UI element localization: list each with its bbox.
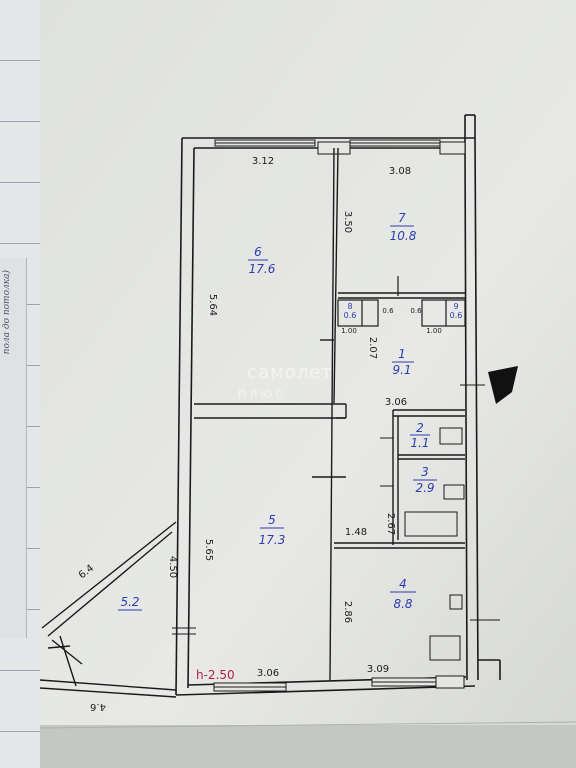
ceiling-height-label: h-2.50 (196, 668, 235, 682)
closet-9-area: 0.6 (450, 311, 463, 320)
dim-room6-height: 5.64 (207, 294, 218, 316)
dim-closet-d-b: 0.6 (410, 307, 422, 315)
room-7-number: 7 (398, 211, 406, 225)
dim-top-right: 3.08 (389, 166, 411, 177)
watermark-sub: ПЛЮС (238, 388, 286, 401)
dim-bottom-left: 3.06 (257, 668, 279, 679)
balcony-outline (39, 521, 177, 698)
dim-hall-width: 3.06 (385, 397, 407, 408)
room-1-number: 1 (398, 347, 406, 361)
room-4-number: 4 (399, 577, 407, 591)
dim-room7-height: 3.50 (342, 211, 353, 233)
dim-balcony-depth: 4.50 (167, 556, 178, 578)
room-5-number: 5 (268, 513, 276, 527)
bottom-windows (213, 675, 465, 692)
dim-room5-height: 5.65 (203, 539, 214, 561)
closet-8-number: 8 (347, 302, 352, 311)
closet-9-number: 9 (453, 302, 458, 311)
marker-mark (488, 366, 518, 404)
dim-closet-d-a: 0.6 (382, 307, 394, 315)
top-windows (214, 139, 466, 155)
room-6-number: 6 (254, 245, 262, 259)
paper-sheet (40, 0, 576, 730)
dim-top-left: 3.12 (252, 156, 274, 167)
room-3-number: 3 (421, 465, 429, 479)
dim-closet-w-b: 1.00 (426, 327, 442, 335)
dim-bath-offset: 1.48 (345, 527, 367, 538)
dim-balcony-bottom: 4.6 (90, 701, 106, 712)
dim-bottom-right: 3.09 (367, 664, 389, 675)
dim-closet-w-a: 1.00 (341, 327, 357, 335)
interior-walls (194, 147, 465, 681)
room-1-area: 9.1 (392, 363, 411, 377)
room-2-number: 2 (416, 421, 424, 435)
room-3-area: 2.9 (415, 481, 434, 495)
balcony-area: 5.2 (120, 595, 139, 609)
closets (337, 276, 466, 327)
dim-room4-height: 2.86 (342, 601, 353, 623)
room-7-area: 10.8 (390, 229, 417, 243)
dim-hall-height: 2.07 (367, 337, 378, 359)
table-surface (40, 725, 576, 768)
outer-walls (175, 114, 501, 696)
room-5-area: 17.3 (259, 533, 286, 547)
bath-fixtures (380, 427, 465, 661)
tick-marks (172, 384, 500, 635)
room-4-area: 8.8 (393, 597, 412, 611)
side-tab (0, 258, 27, 638)
room-6-area: 17.6 (249, 262, 276, 276)
dim-bath-height: 2.67 (385, 513, 396, 535)
room-2-area: 1.1 (410, 436, 429, 450)
left-paper-edge (0, 0, 41, 768)
closet-8-area: 0.6 (344, 311, 357, 320)
watermark-brand: самолет (247, 362, 333, 383)
